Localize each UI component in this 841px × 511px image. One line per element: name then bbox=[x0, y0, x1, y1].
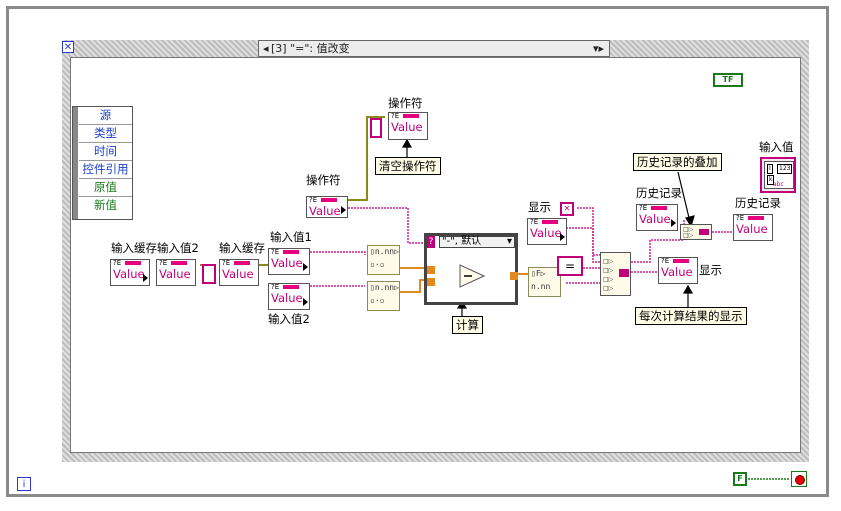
wire-concat bbox=[631, 239, 684, 263]
cluster-item-control-ref: 控件引用 bbox=[79, 161, 132, 179]
property-node-operator-top[interactable]: ?E Value bbox=[388, 112, 428, 140]
string-to-number-b[interactable]: ▯n.nn▷ ▫·▫ bbox=[367, 281, 400, 311]
property-node-display-top[interactable]: ?E Value bbox=[527, 218, 567, 245]
property-node-input-value-1[interactable]: ?E Value bbox=[268, 248, 310, 275]
concatenate-history-node[interactable]: □▷□▷ bbox=[680, 224, 712, 240]
inner-dropdown-icon[interactable]: ▾ bbox=[506, 236, 512, 247]
loop-iteration-icon: i bbox=[17, 477, 31, 491]
cluster-item-time: 时间 bbox=[79, 143, 132, 161]
tunnel-in-a bbox=[427, 266, 435, 274]
property-value-label: Value bbox=[271, 256, 303, 270]
property-node-input-cache-1[interactable]: ?E Value bbox=[110, 259, 150, 286]
property-node-input-value-2-top[interactable]: ?E Value bbox=[156, 259, 196, 286]
note-each-result: 每次计算结果的显示 bbox=[635, 307, 747, 325]
property-node-operator-mid[interactable]: ?E Value bbox=[306, 196, 348, 218]
label-input-cache-2: 输入缓存 bbox=[219, 241, 265, 255]
label-history-1: 历史记录 bbox=[636, 186, 682, 200]
case-selector-label: [3] "=": 值改变 bbox=[271, 42, 350, 55]
inner-case-structure: ? "-", 默认 ▾ bbox=[424, 233, 518, 305]
tunnel-out bbox=[510, 272, 518, 280]
decrement-arrow-icon[interactable]: ◂ bbox=[263, 42, 269, 55]
arrow-head-result bbox=[682, 284, 694, 294]
dropdown-arrow-icon[interactable]: ▾▸ bbox=[593, 42, 605, 55]
property-node-input-value-2[interactable]: ?E Value bbox=[268, 283, 310, 310]
string-constant-cache[interactable] bbox=[202, 264, 216, 284]
property-value-label: Value bbox=[222, 267, 254, 281]
concatenate-strings-node[interactable]: □▷□▷□▷□▷ bbox=[600, 252, 631, 296]
inner-case-selector[interactable]: "-", 默认 ▾ bbox=[439, 236, 515, 248]
property-value-label: Value bbox=[271, 291, 303, 305]
label-history-2: 历史记录 bbox=[735, 196, 781, 210]
case-selector[interactable]: ◂ [3] "=": 值改变 ▾▸ bbox=[258, 40, 610, 57]
stop-icon[interactable] bbox=[791, 471, 807, 487]
cluster-item-new-value: 新值 bbox=[94, 198, 117, 212]
property-value-label: Value bbox=[530, 226, 562, 240]
note-calculate: 计算 bbox=[452, 316, 483, 334]
string-constant-empty[interactable] bbox=[370, 118, 382, 138]
equal-sign-constant[interactable]: = bbox=[557, 256, 583, 276]
property-value-label: Value bbox=[639, 212, 671, 226]
boolean-tf-terminal[interactable]: TF bbox=[713, 73, 743, 87]
property-value-label: Value bbox=[309, 204, 341, 218]
ref-icon: I 123 k abc bbox=[764, 161, 794, 189]
string-constant-equal-bool[interactable]: ✕ bbox=[560, 202, 574, 216]
control-ref-input-value[interactable]: I 123 k abc bbox=[760, 157, 796, 193]
note-history-append: 历史记录的叠加 bbox=[633, 153, 722, 171]
label-operator-mid: 操作符 bbox=[306, 173, 341, 187]
property-value-label: Value bbox=[661, 265, 693, 279]
property-node-input-cache-2[interactable]: ?E Value bbox=[219, 259, 259, 286]
arrow-head-history bbox=[685, 215, 695, 228]
label-operator-top: 操作符 bbox=[388, 96, 423, 110]
property-value-label: Value bbox=[113, 267, 145, 281]
label-input-value-2: 输入值2 bbox=[268, 312, 310, 326]
arrow-head-clear bbox=[401, 138, 413, 148]
cluster-item-old-value: 原值 bbox=[79, 179, 132, 197]
wire-bool-in bbox=[577, 207, 600, 256]
cluster-item-source: 源 bbox=[79, 107, 132, 125]
label-input-cache-1: 输入缓存 bbox=[111, 241, 157, 255]
subtract-function-icon[interactable] bbox=[459, 264, 485, 288]
boolean-false-constant[interactable]: F bbox=[733, 472, 747, 486]
tunnel-in-b bbox=[427, 278, 435, 286]
label-display-top: 显示 bbox=[528, 200, 551, 214]
note-clear-operator: 清空操作符 bbox=[375, 157, 441, 175]
label-input-value-2-top: 输入值2 bbox=[157, 241, 199, 255]
label-input-value-right: 输入值 bbox=[759, 140, 794, 154]
label-input-value-1: 输入值1 bbox=[270, 230, 312, 244]
string-to-number-a[interactable]: ▯n.nn▷ ▫·▫ bbox=[367, 245, 400, 275]
inner-case-label: "-", 默认 bbox=[442, 236, 482, 247]
arrow-history-append bbox=[677, 171, 691, 223]
event-data-cluster: 源 类型 时间 控件引用 原值 新值 bbox=[72, 106, 133, 220]
wire-input1 bbox=[310, 251, 366, 255]
wire-operator-to-case bbox=[348, 207, 428, 244]
close-box-icon[interactable]: ✕ bbox=[62, 41, 74, 53]
property-value-label: Value bbox=[736, 222, 768, 236]
property-node-history-1[interactable]: ?E Value bbox=[636, 204, 678, 231]
property-value-label: Value bbox=[159, 267, 191, 281]
property-node-display[interactable]: ?E Value bbox=[658, 257, 698, 284]
property-node-history-2[interactable]: ?E Value bbox=[733, 214, 773, 241]
property-value-label: Value bbox=[391, 120, 423, 134]
cluster-item-type: 类型 bbox=[79, 125, 132, 143]
case-selector-terminal[interactable]: ? bbox=[427, 236, 435, 248]
label-display-right: 显示 bbox=[699, 263, 722, 277]
number-to-string[interactable]: ▯F▷ n.nn bbox=[528, 267, 561, 297]
